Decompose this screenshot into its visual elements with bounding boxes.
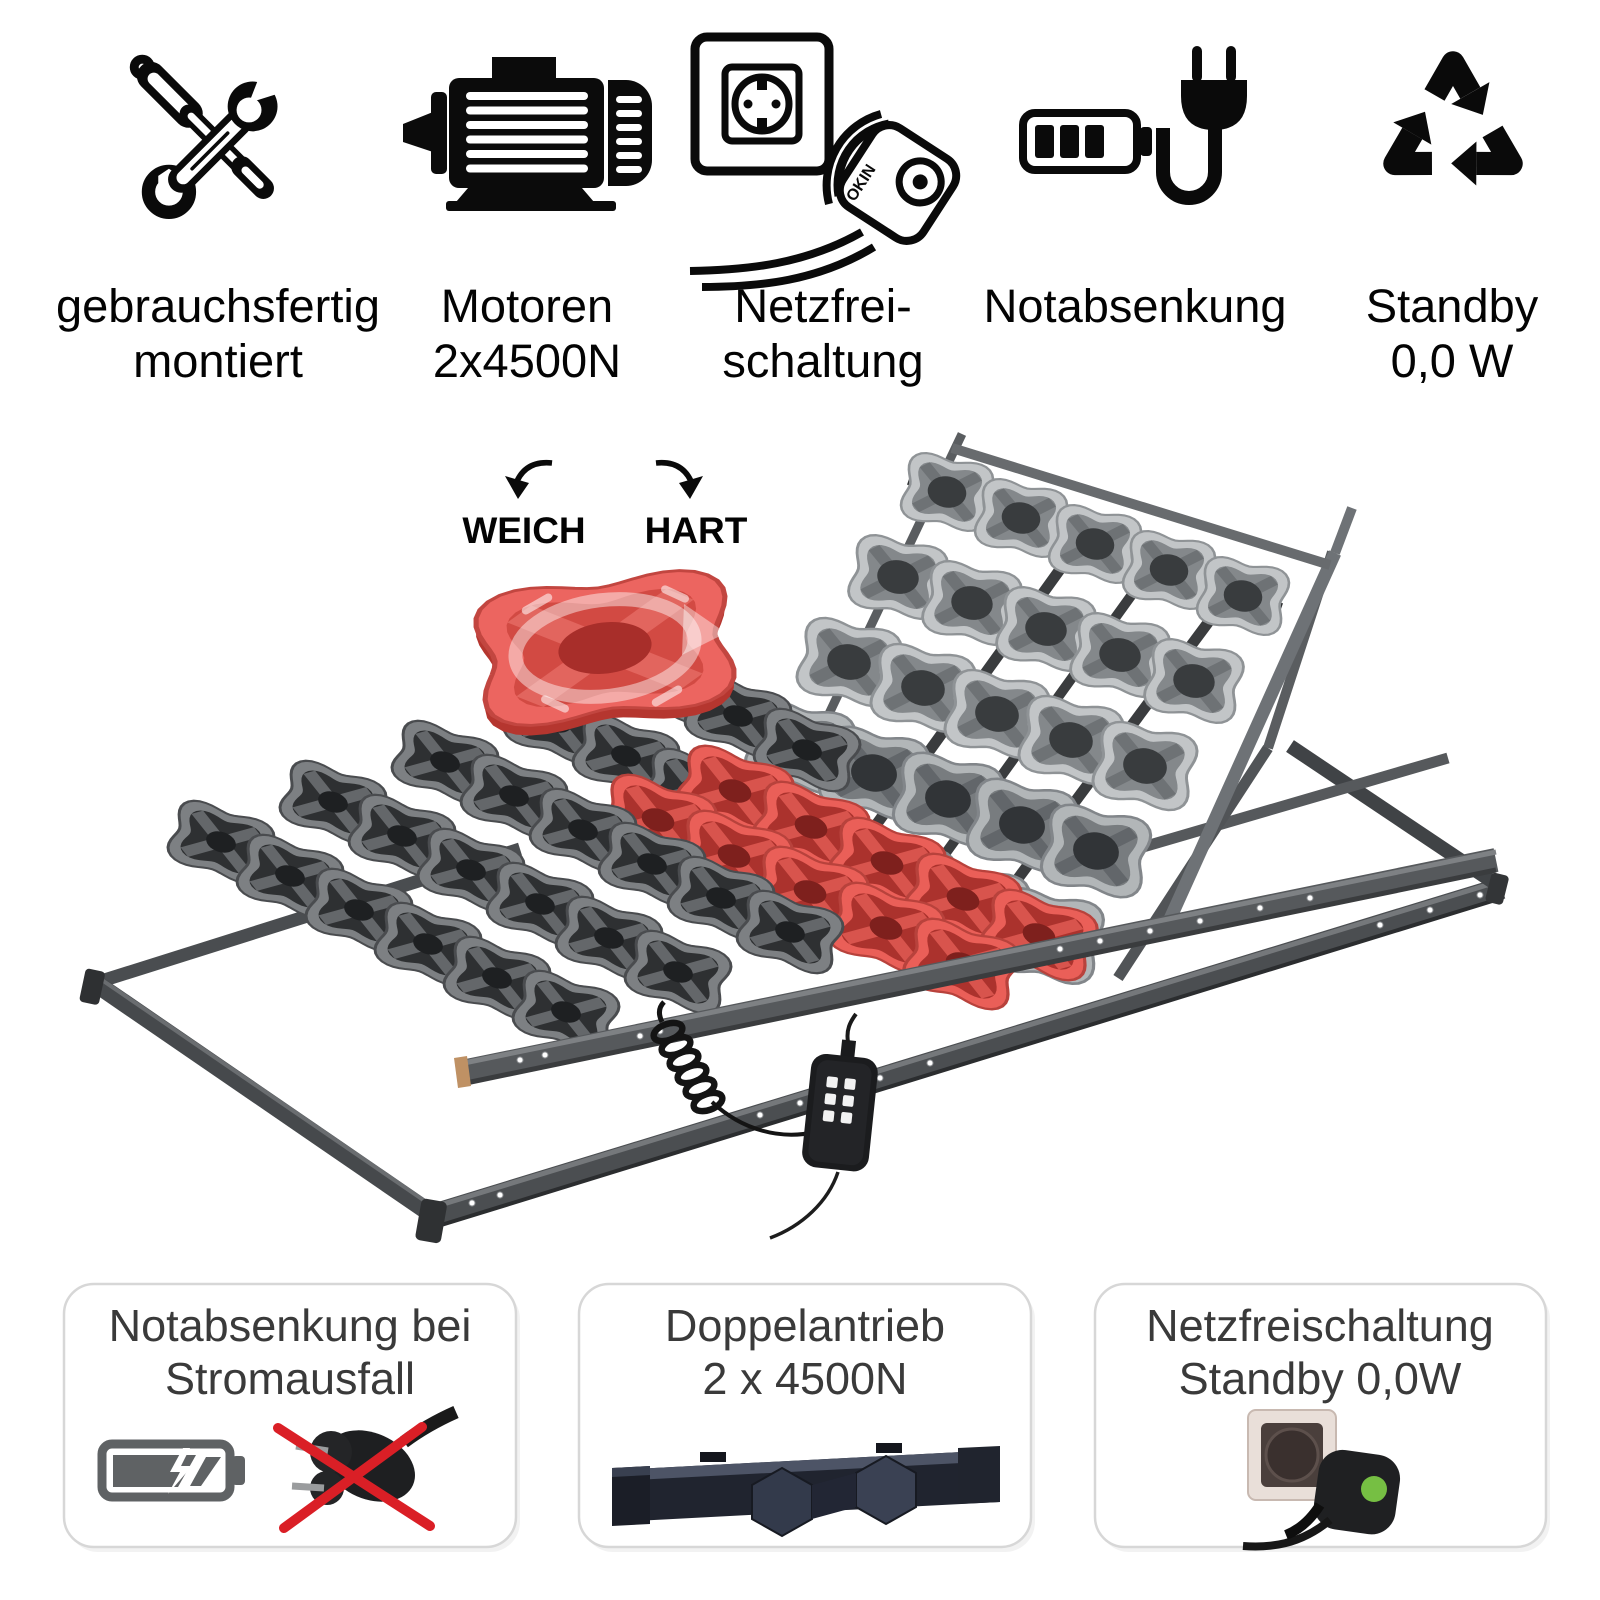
svg-text:2 x 4500N: 2 x 4500N xyxy=(702,1353,907,1404)
svg-text:montiert: montiert xyxy=(133,334,303,387)
svg-text:gebrauchsfertig: gebrauchsfertig xyxy=(56,279,380,332)
svg-text:0,0 W: 0,0 W xyxy=(1391,334,1514,387)
svg-text:WEICH: WEICH xyxy=(462,510,585,551)
svg-text:Doppelantrieb: Doppelantrieb xyxy=(665,1300,945,1351)
svg-text:Netzfrei-: Netzfrei- xyxy=(734,279,912,332)
svg-text:Standby 0,0W: Standby 0,0W xyxy=(1179,1353,1462,1404)
svg-text:Netzfreischaltung: Netzfreischaltung xyxy=(1146,1300,1494,1351)
svg-text:Standby: Standby xyxy=(1366,279,1539,332)
svg-text:2x4500N: 2x4500N xyxy=(433,334,621,387)
svg-text:Notabsenkung: Notabsenkung xyxy=(983,279,1286,332)
svg-text:HART: HART xyxy=(645,510,748,551)
svg-text:Motoren: Motoren xyxy=(441,279,613,332)
svg-text:schaltung: schaltung xyxy=(722,334,923,387)
svg-text:Stromausfall: Stromausfall xyxy=(165,1353,415,1404)
svg-text:Notabsenkung bei: Notabsenkung bei xyxy=(109,1300,472,1351)
